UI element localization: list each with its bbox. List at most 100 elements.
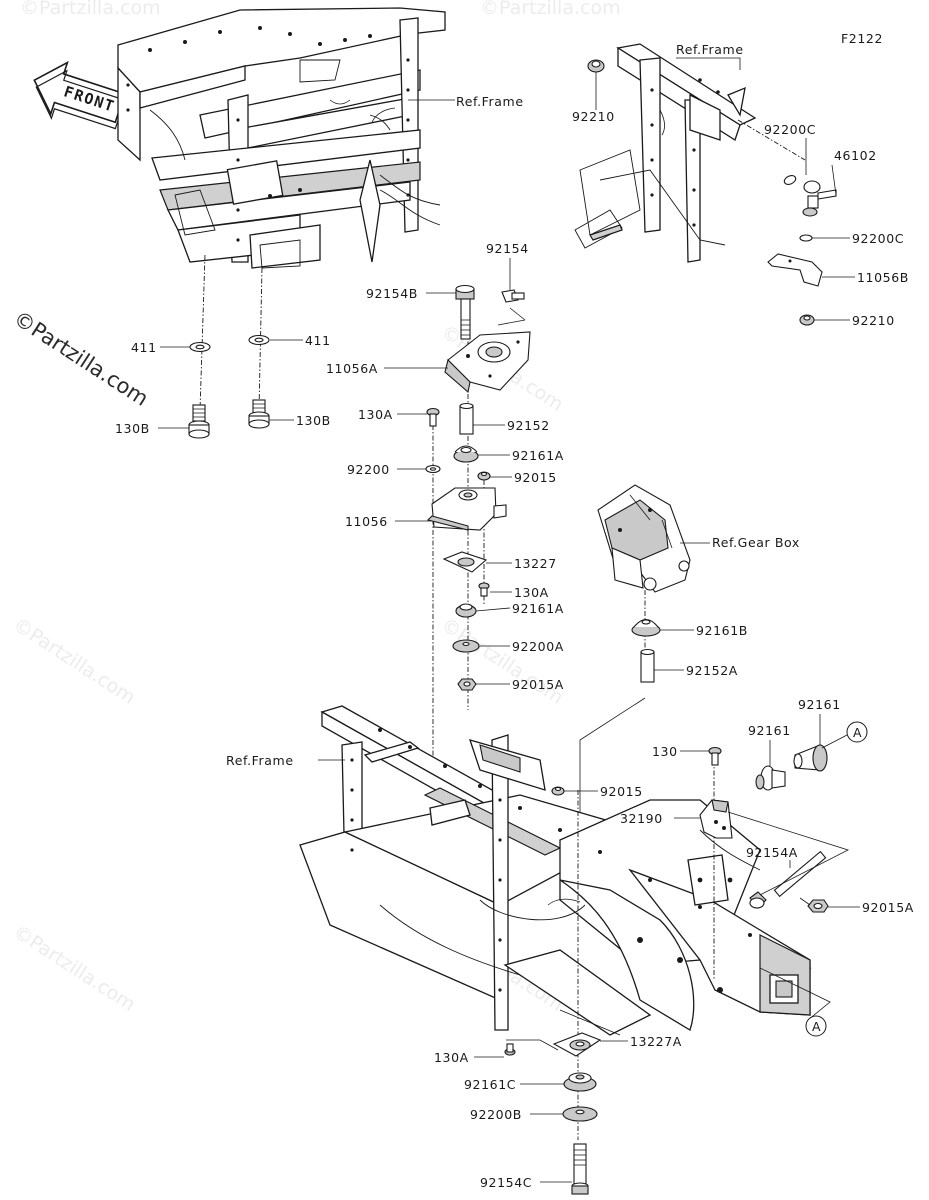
svg-text:A: A [812, 1019, 821, 1034]
watermark-text: ©Partzilla.com [480, 0, 621, 19]
label-part: 92015A [862, 900, 914, 915]
bolt-92154B [455, 284, 475, 340]
label-leaders [158, 57, 860, 1183]
bolt-92154C [571, 1143, 589, 1195]
label-part: 92015 [514, 470, 557, 485]
label-part: 11056B [857, 270, 909, 285]
label-part: 92161A [512, 448, 564, 463]
nut-92015-1 [477, 471, 491, 481]
label-part: 92015A [512, 677, 564, 692]
nut-92210-top [587, 59, 605, 73]
leader-line [727, 811, 850, 896]
damper-92161A-1 [453, 445, 479, 463]
plate-13227A [552, 1032, 602, 1057]
label-part: 92015 [600, 784, 643, 799]
label-part: 92200A [512, 639, 564, 654]
leader-line [497, 319, 526, 326]
washer-92200 [425, 464, 441, 474]
leader-line [509, 307, 526, 321]
label-part: 130A [358, 407, 393, 422]
bracket-11056A [444, 331, 531, 394]
watermark-text: ©Partzilla.com [9, 614, 139, 709]
bolt-130 [708, 746, 722, 766]
washer-411-left [189, 341, 211, 353]
nut-92015A-1 [457, 678, 477, 691]
watermark-text: ©Partzilla.com [9, 921, 139, 1016]
leader-line [821, 734, 848, 749]
lower-frame [299, 705, 812, 1036]
bolt-92154A [749, 850, 827, 909]
bolt-130B-right [248, 399, 270, 429]
washer-92200A [452, 639, 480, 653]
label-part: 92200C [764, 122, 816, 137]
label-part: 92161A [512, 601, 564, 616]
watermark-text: ©Partzilla.com [437, 614, 567, 709]
leader-line [759, 967, 831, 1021]
label-part: 130B [296, 413, 331, 428]
label-part: 92161B [696, 623, 748, 638]
gear-box-mount [597, 484, 691, 593]
upper-right-frame [574, 43, 757, 263]
leader-line [737, 119, 806, 161]
label-part: 130 [652, 744, 678, 759]
label-part: 92210 [852, 313, 895, 328]
damper-92161B [631, 618, 661, 637]
bolt-130A-3 [504, 1043, 516, 1056]
label-part: 92161 [748, 723, 791, 738]
label-part: 46102 [834, 148, 877, 163]
damper-92161C [563, 1072, 597, 1092]
washer-411-right [248, 334, 270, 346]
collar-92152 [459, 402, 474, 435]
damper-92161-2 [755, 765, 786, 791]
label-part: 411 [131, 340, 157, 355]
bolt-130A-2 [478, 582, 490, 597]
bracket-11056B [767, 253, 823, 287]
bracket-32190 [699, 799, 733, 839]
label-part: 92154C [480, 1175, 532, 1190]
part-labels: Ref.Frame Ref.Frame Ref.Frame Ref.Gear B… [115, 42, 914, 1190]
label-part: 92200 [347, 462, 390, 477]
damper-92161A-2 [455, 603, 477, 618]
label-part: 32190 [620, 811, 663, 826]
label-part: 130A [434, 1050, 469, 1065]
label-part: 92200B [470, 1107, 522, 1122]
plate-13227 [442, 551, 488, 573]
label-part: 11056 [345, 514, 388, 529]
label-part: 92154B [366, 286, 418, 301]
svg-text:A: A [853, 725, 862, 740]
washer-92200C-2 [799, 234, 813, 242]
label-part: 11056A [326, 361, 378, 376]
washer-92200B [562, 1106, 598, 1122]
label-part: 92210 [572, 109, 615, 124]
washer-92200C-1 [783, 175, 797, 185]
callout-a-lower: A [805, 1015, 827, 1037]
watermark-main-text: ©Partzilla.com [9, 306, 152, 411]
label-part: 92200C [852, 231, 904, 246]
label-ref-frame: Ref.Frame [456, 94, 524, 109]
bolt-130B-left [188, 404, 210, 439]
label-ref-gear-box: Ref.Gear Box [712, 535, 800, 550]
callout-a-upper: A [846, 721, 868, 743]
leader-line [799, 897, 811, 906]
label-part: 13227 [514, 556, 557, 571]
bolt-130A-1 [426, 407, 440, 427]
damper-92161-1 [793, 744, 828, 772]
label-part: 411 [305, 333, 331, 348]
leader-line [506, 1039, 559, 1051]
nut-92210-bottom [799, 314, 815, 326]
label-part: 92161C [464, 1077, 516, 1092]
label-part: 92161 [798, 697, 841, 712]
label-ref-frame: Ref.Frame [676, 42, 744, 57]
diagram-code: F2122 [841, 31, 883, 46]
link-46102 [802, 180, 837, 217]
label-ref-frame: Ref.Frame [226, 753, 294, 768]
leader-line [199, 254, 206, 411]
bolt-92154 [501, 289, 525, 303]
nut-92015A-2 [807, 899, 829, 913]
bracket-11056 [426, 487, 507, 531]
watermark-text: ©Partzilla.com [20, 0, 161, 19]
front-arrow-icon: FRONT [33, 60, 126, 130]
label-part: 92152A [686, 663, 738, 678]
label-part: 92152 [507, 418, 550, 433]
